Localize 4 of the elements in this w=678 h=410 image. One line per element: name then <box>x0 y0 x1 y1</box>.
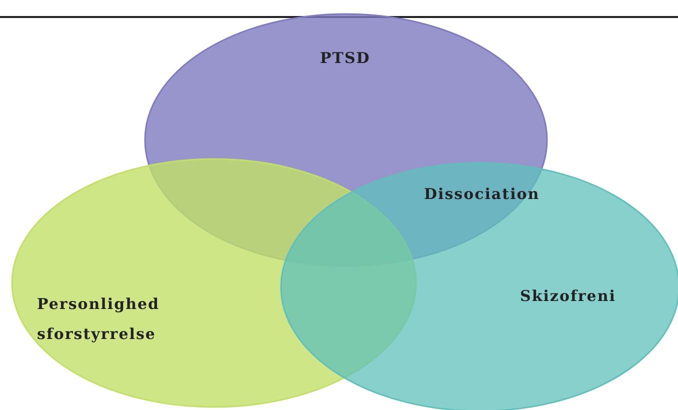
overlap-label: Dissociation <box>424 184 540 205</box>
set-label: Skizofreni <box>520 286 617 307</box>
set-label: PTSD <box>320 48 372 69</box>
set-label: Personlighed sforstyrrelse <box>37 294 161 345</box>
